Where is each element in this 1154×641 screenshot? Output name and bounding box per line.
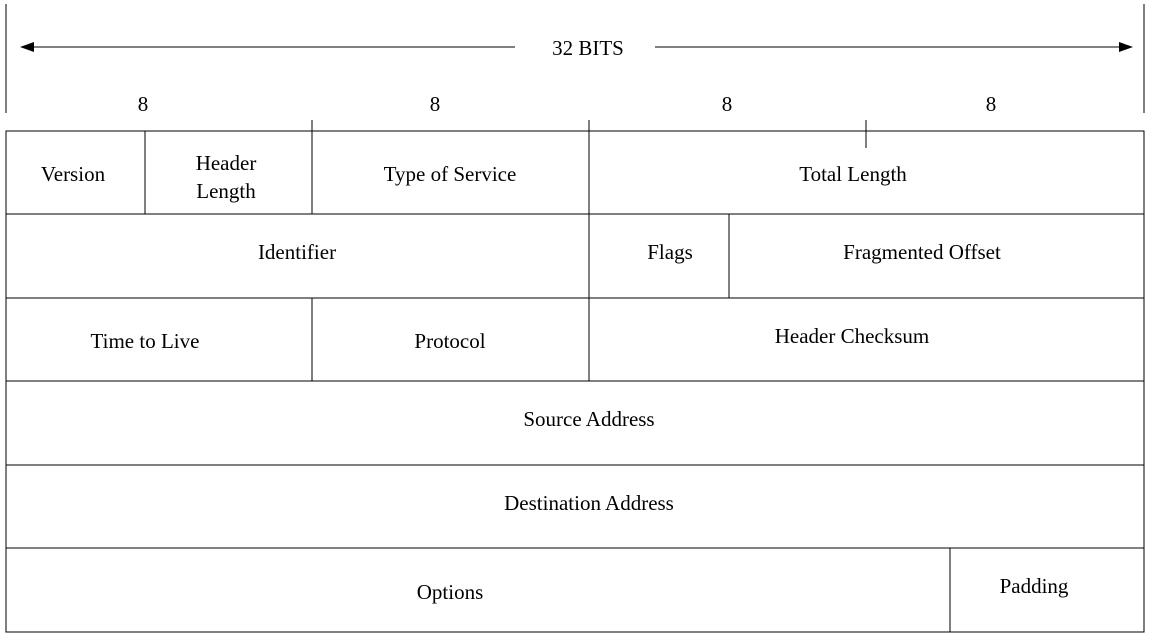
field-version: Version [41,162,106,186]
field-header-length-line1: Header [196,151,257,175]
field-header-length-line2: Length [196,179,256,203]
width-label: 32 BITS [552,36,624,60]
octet-label-1: 8 [138,92,149,116]
field-total-length: Total Length [799,162,907,186]
field-destination-address: Destination Address [504,491,674,515]
octet-label-3: 8 [722,92,733,116]
field-header-checksum: Header Checksum [775,324,930,348]
field-padding: Padding [1000,574,1069,598]
field-fragmented-offset: Fragmented Offset [843,240,1001,264]
field-source-address: Source Address [523,407,654,431]
octet-label-2: 8 [430,92,441,116]
octet-label-4: 8 [986,92,997,116]
field-options: Options [417,580,484,604]
arrow-left-icon [20,42,34,52]
field-flags: Flags [647,240,693,264]
arrow-right-icon [1119,42,1133,52]
field-protocol: Protocol [414,329,485,353]
field-identifier: Identifier [258,240,336,264]
field-time-to-live: Time to Live [91,329,200,353]
field-type-of-service: Type of Service [384,162,517,186]
